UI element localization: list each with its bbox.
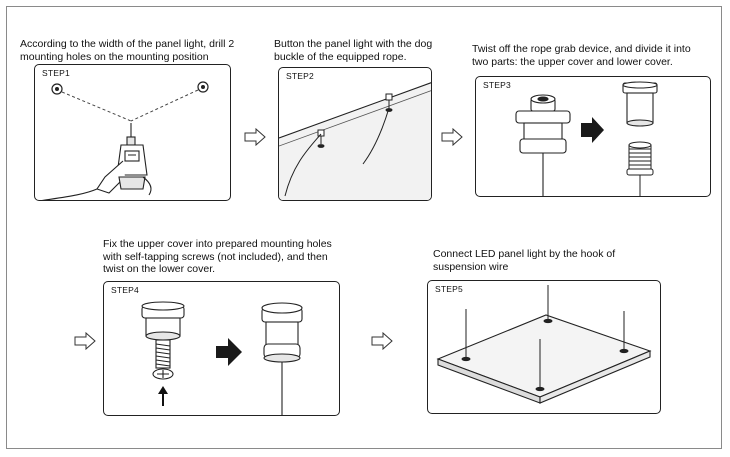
step3-caption: Twist off the rope grab device, and divi… [472,43,691,68]
outline-right-arrow-icon [244,128,266,146]
step2-label: STEP2 [286,71,314,81]
step4-illustration [141,301,303,415]
rope-grab-device [515,94,571,196]
upper-cover-with-screw [141,301,185,380]
step4-caption-line3: twist on the lower cover. [103,263,216,275]
step1-illustration [41,81,209,200]
step2-caption-line1: Button the panel light with the dog [274,38,433,50]
step2-caption-line2: buckle of the equipped rope. [274,50,407,63]
lower-cover [626,141,654,196]
dog-buckle-rope-left [284,129,325,197]
up-arrow-icon [158,386,168,406]
suspension-wire-left [461,309,471,362]
step4-caption-line1: Fix the upper cover into prepared mounti… [103,238,332,250]
assembled-cover [261,302,303,415]
step3-caption-line2: two parts: the upper cover and lower cov… [472,55,673,68]
step5-caption-line2: suspension wire [433,260,509,273]
step4-caption-line2: with self-tapping screws (not included),… [103,250,328,263]
step2-illustration [279,82,431,200]
step3-caption-line1: Twist off the rope grab device, and divi… [472,43,691,55]
suspension-wire-front [535,339,545,392]
dog-buckle-rope-right [362,93,393,165]
outline-right-arrow-icon [74,332,96,350]
diagram-frame [6,6,722,449]
step4-caption: Fix the upper cover into prepared mounti… [103,238,332,276]
step5-label: STEP5 [435,284,463,294]
step5-caption-line1: Connect LED panel light by the hook of [433,248,616,260]
panel-light-surface [279,82,431,200]
step2-caption: Button the panel light with the dog buck… [274,38,432,63]
step3-label: STEP3 [483,80,511,90]
led-panel-light [436,314,652,404]
solid-right-arrow-icon [581,117,604,143]
step1-panel: STEP1 [34,64,231,201]
step3-illustration [515,81,658,196]
step5-caption: Connect LED panel light by the hook of s… [433,248,615,273]
outline-right-arrow-icon [371,332,393,350]
upper-cover [622,81,658,127]
step5-illustration [436,285,652,404]
suspension-wire-back [543,285,553,324]
step1-caption-line2: mounting holes on the mounting position [20,50,209,63]
step1-caption-line1: According to the width of the panel ligh… [20,38,235,50]
solid-right-arrow-icon [216,338,242,366]
mounting-hole-icon [51,83,63,95]
panel-edge [279,82,431,139]
step1-caption: According to the width of the panel ligh… [20,38,234,63]
step4-label: STEP4 [111,285,139,295]
step4-panel: STEP4 [103,281,340,416]
drill-icon [41,123,152,200]
outline-right-arrow-icon [441,128,463,146]
step3-panel: STEP3 [475,76,711,197]
step5-panel: STEP5 [427,280,661,414]
suspension-wire-right [619,311,629,354]
guide-line-right [130,89,199,122]
mounting-hole-icon [197,81,209,93]
step1-label: STEP1 [42,68,70,78]
guide-line-left [61,91,132,122]
step2-panel: STEP2 [278,67,432,201]
